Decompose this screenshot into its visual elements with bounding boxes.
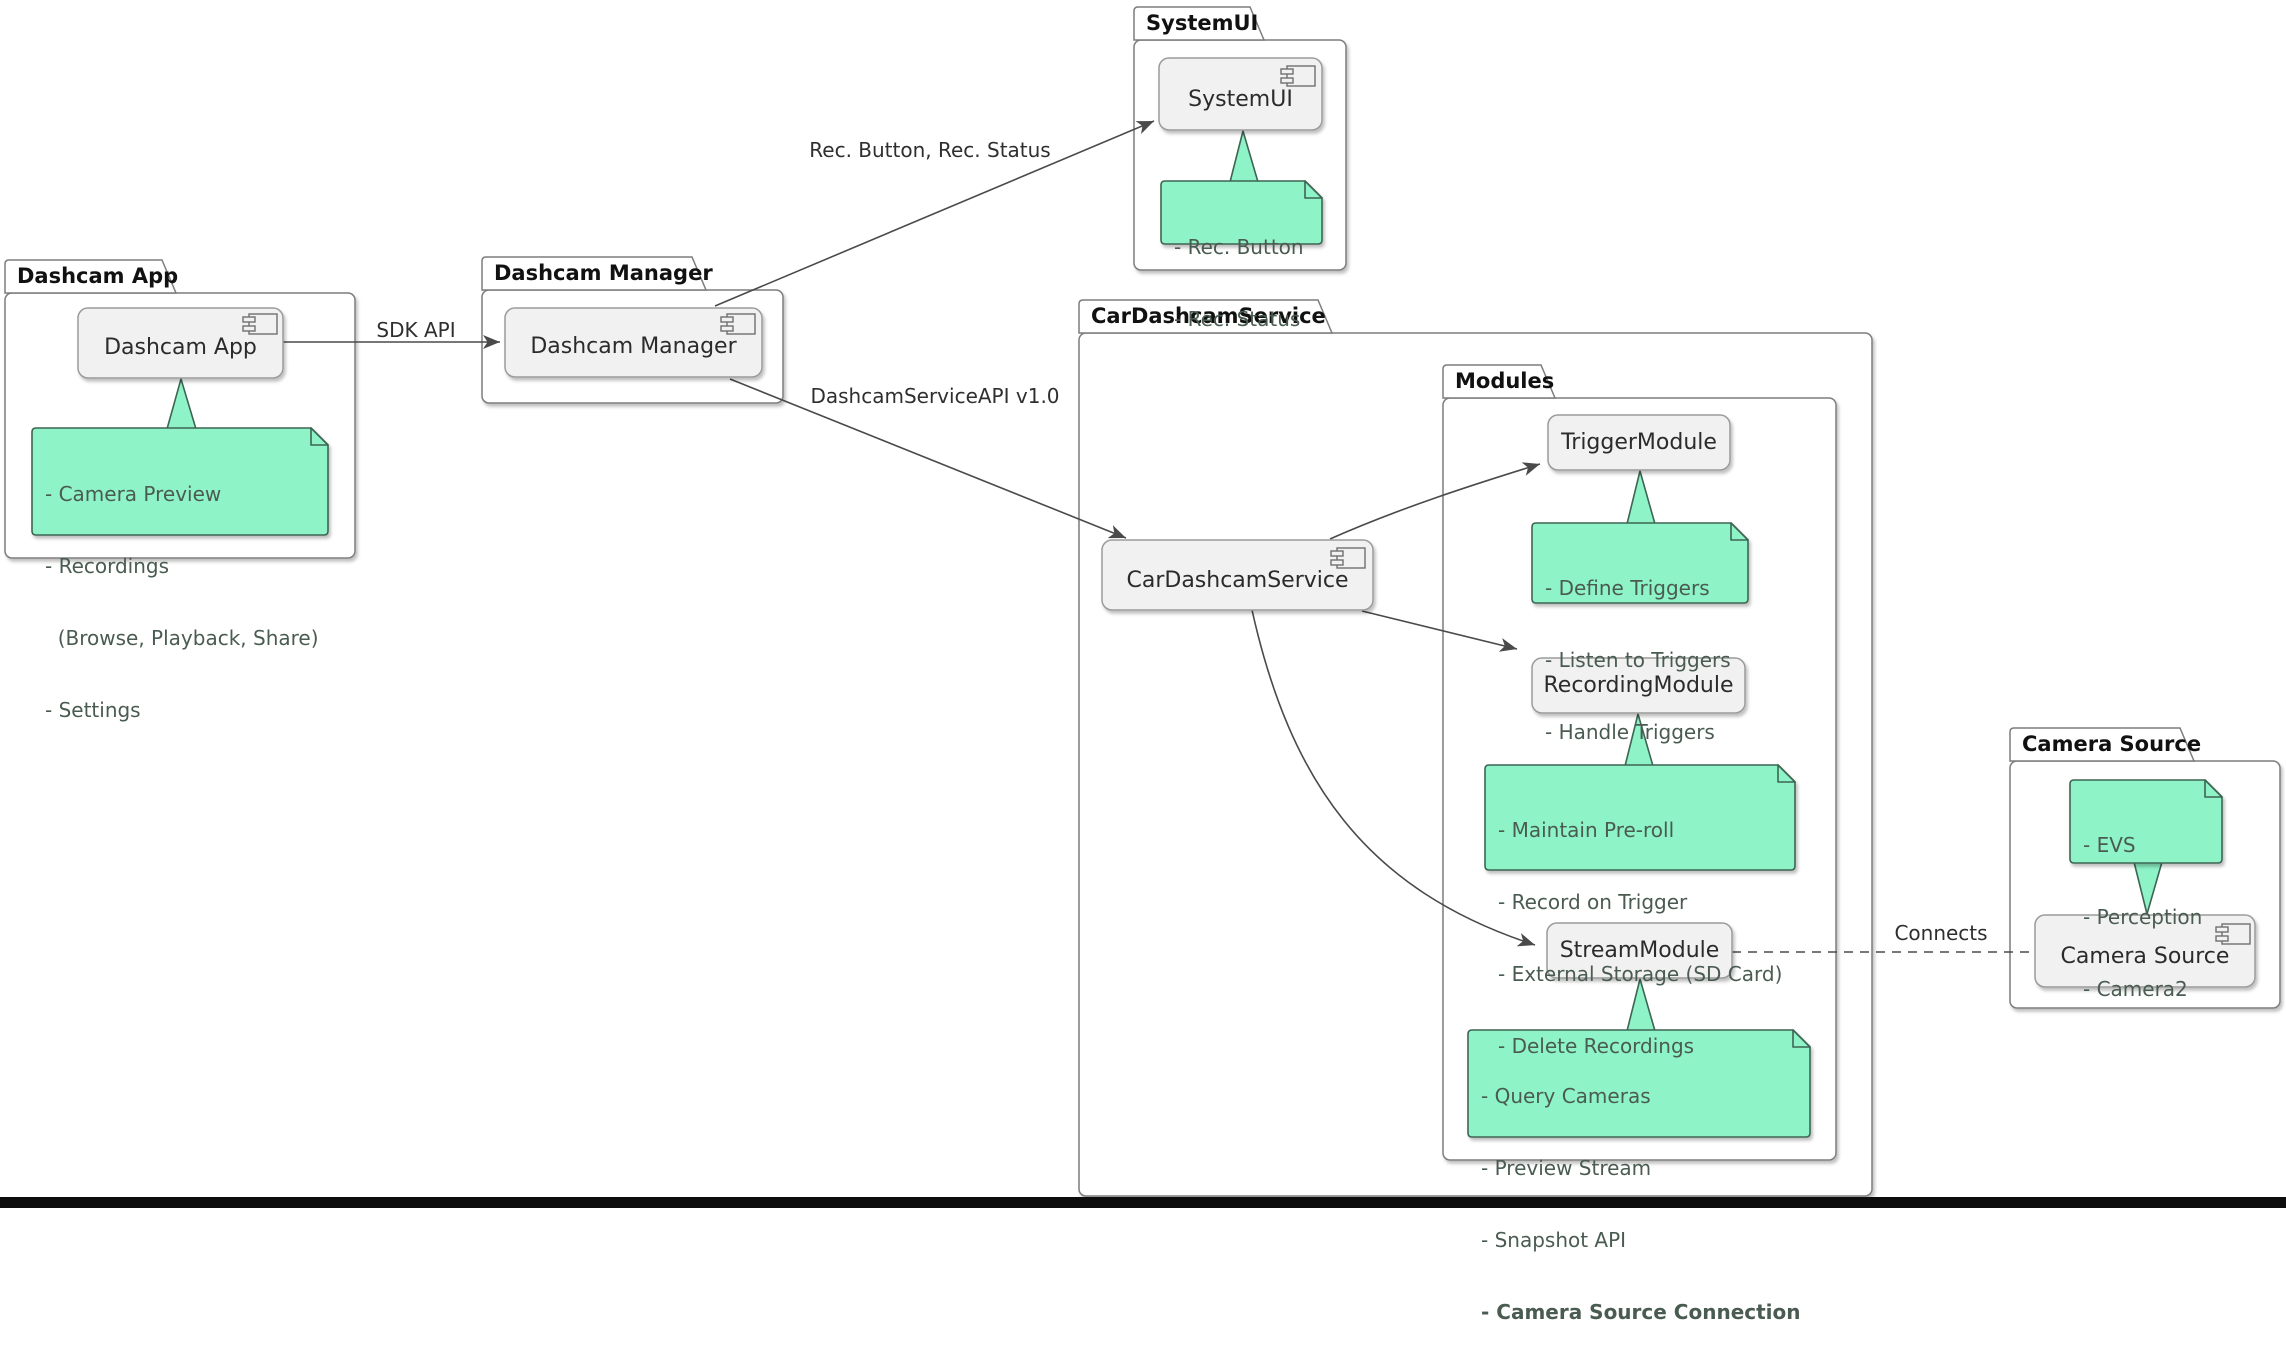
edges [283,120,2032,953]
note-line: - Perception [2083,905,2203,929]
note-line: - Record on Trigger [1498,890,1688,914]
note-trigger-module-shape [1531,522,1749,604]
component-dashcam-manager-shape [504,307,763,378]
component-icons [242,65,2251,945]
note-line: - Camera Preview [45,482,222,506]
diagram-canvas: Dashcam App Dashcam Manager SystemUI Car… [0,6,2286,1324]
component-dashcam-app-shape [77,307,284,379]
edge-dashcam-service-api [729,378,1127,539]
package-tab-systemui: SystemUI [1146,11,1259,35]
note-line: - Settings [45,698,141,722]
note-line: - Camera Source Connection [1481,1300,1801,1324]
component-car-dashcam-service-shape [1101,539,1374,611]
note-line: - Handle Triggers [1545,720,1715,744]
note-line: - Define Triggers [1545,576,1710,600]
component-stream-module: StreamModule [1559,938,1720,963]
note-stream-module: - Query Cameras - Preview Stream - Snaps… [1481,1036,1801,1372]
component-icon [2215,923,2251,945]
component-systemui: SystemUI [1188,86,1293,112]
note-recording-module-shape [1484,764,1796,871]
component-shapes [77,57,2256,988]
component-icon [242,313,278,335]
component-systemui-shape [1158,57,1323,131]
note-line: (Browse, Playback, Share) [45,626,319,650]
note-line: - Maintain Pre-roll [1498,818,1675,842]
note-systemui: - Rec. Button - Rec. Status [1174,187,1304,379]
note-camera-source-shape [2069,779,2223,864]
component-dashcam-app: Dashcam App [104,334,257,360]
package-tab-camera-source: Camera Source [2022,732,2202,756]
component-icon [720,313,756,335]
note-dashcam-app: - Camera Preview - Recordings (Browse, P… [45,434,319,770]
package-tab-dashcam-app: Dashcam App [17,264,179,288]
component-recording-module: RecordingModule [1543,673,1734,698]
diagram-shapes [0,6,2286,1208]
edge-rec-button-status [714,120,1155,307]
note-systemui-shape [1160,180,1323,245]
edge-label-connects: Connects [1894,921,1988,945]
bottom-bar [0,1197,2286,1208]
component-camera-source-shape [2034,914,2256,988]
edge-to-recording-module [1361,610,1518,652]
note-line: - Rec. Status [1174,307,1301,331]
component-car-dashcam-service: CarDashcamService [1126,567,1349,593]
package-tab-modules: Modules [1455,369,1555,393]
edge-label-dashcam-service-api: DashcamServiceAPI v1.0 [810,384,1060,408]
note-line: - Snapshot API [1481,1228,1627,1252]
note-line: - Query Cameras [1481,1084,1651,1108]
note-line: - External Storage (SD Card) [1498,962,1783,986]
note-line: - Preview Stream [1481,1156,1652,1180]
edge-to-stream-module [1251,609,1536,947]
note-tails [166,130,2163,1032]
note-line: - Delete Recordings [1498,1034,1695,1058]
note-shapes [31,180,2223,1138]
component-dashcam-manager: Dashcam Manager [530,334,737,359]
edge-to-trigger-module [1329,462,1541,540]
edge-label-rec-button-status: Rec. Button, Rec. Status [809,138,1051,162]
note-recording-module: - Maintain Pre-roll - Record on Trigger … [1498,770,1782,1106]
note-line: - Recordings [45,554,170,578]
note-line: - Listen to Triggers [1545,648,1731,672]
package-tab-car-dashcam-service: CarDashcamService [1091,304,1326,328]
component-trigger-module-shape [1547,414,1731,471]
component-stream-module-shape [1546,922,1733,979]
note-trigger-module: - Define Triggers - Listen to Triggers -… [1545,528,1731,792]
package-tab-dashcam-manager: Dashcam Manager [494,261,713,285]
note-line: - EVS [2083,833,2136,857]
note-dashcam-app-shape [31,427,329,536]
note-line: - Rec. Button [1174,235,1304,259]
component-trigger-module: TriggerModule [1561,430,1717,455]
note-camera-source: - EVS - Perception - Camera2 [2083,785,2202,1049]
component-recording-module-shape [1531,657,1746,714]
component-icon [1330,547,1366,569]
edge-label-sdk-api: SDK API [376,318,456,342]
component-icon [1280,65,1316,87]
component-camera-source: Camera Source [2060,943,2230,969]
note-line: - Camera2 [2083,977,2188,1001]
note-stream-module-shape [1467,1029,1811,1138]
